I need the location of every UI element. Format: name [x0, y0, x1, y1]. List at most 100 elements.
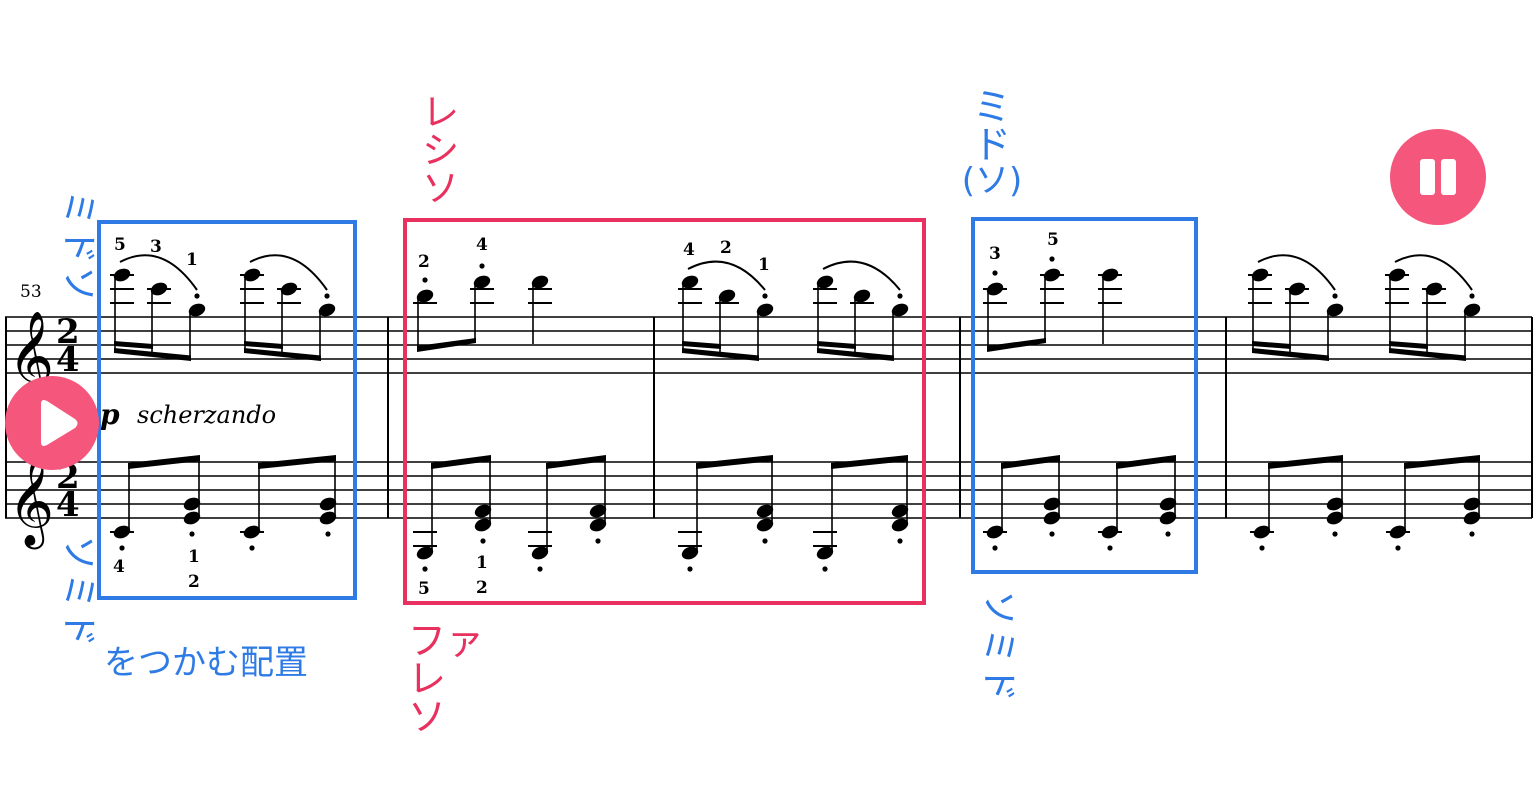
fingering-number: 2 — [188, 572, 200, 592]
fingering-number: 1 — [758, 255, 770, 275]
chord-note-head — [1326, 497, 1344, 511]
chord-note-head — [589, 518, 607, 532]
staccato-dot — [537, 566, 543, 572]
annotation-red-bottom-3: ソ — [408, 695, 447, 739]
note-head — [1043, 268, 1061, 282]
expression-marking: scherzando — [137, 401, 276, 429]
time-sig-bottom-denominator: 4 — [56, 485, 80, 525]
annotation-red-bottom-2: レ — [408, 657, 447, 701]
beam — [817, 341, 856, 349]
beam — [682, 341, 721, 349]
fingering-number: 3 — [150, 237, 162, 257]
beam — [696, 455, 773, 469]
chord-note-head — [891, 504, 909, 518]
note-head — [318, 303, 336, 317]
staccato-dot — [1469, 531, 1475, 537]
chord-note-head — [183, 511, 201, 525]
fingering-number: 4 — [113, 557, 125, 577]
note-head — [1251, 268, 1269, 282]
staccato-dot — [897, 293, 903, 299]
note-head — [150, 282, 168, 296]
annotation-caption: をつかむ配置 — [104, 643, 308, 683]
fingering-number: 4 — [476, 235, 488, 255]
chord-note-head — [589, 504, 607, 518]
staccato-dot — [480, 538, 486, 544]
beam — [1001, 455, 1060, 469]
staccato-dot — [762, 538, 768, 544]
note-head — [531, 275, 549, 289]
beam — [114, 348, 191, 361]
fingering-number: 5 — [418, 579, 430, 599]
note-head — [473, 275, 491, 289]
highlight-box-blue-1 — [97, 220, 357, 600]
note-head — [1101, 268, 1119, 282]
annotation-left-bottom: ソミド — [58, 535, 99, 650]
chord-note-head — [1159, 511, 1177, 525]
annotation-right-top-2: ド — [972, 123, 1011, 167]
beam — [258, 455, 336, 469]
staccato-dot — [822, 566, 828, 572]
chord-note-head — [756, 518, 774, 532]
note-head — [816, 275, 834, 289]
staccato-dot — [422, 566, 428, 572]
staccato-dot — [1332, 531, 1338, 537]
chord-note-head — [1326, 511, 1344, 525]
staccato-dot — [992, 270, 998, 276]
time-sig-top-denominator: 4 — [56, 340, 80, 380]
beam — [114, 341, 153, 349]
chord-note-head — [1159, 497, 1177, 511]
annotation-right-bottom: ソミド — [978, 590, 1019, 705]
staccato-dot — [324, 293, 330, 299]
staccato-dot — [992, 545, 998, 551]
staccato-dot — [1107, 545, 1113, 551]
treble-clef-bottom: 𝄞 — [8, 456, 54, 550]
note-head — [280, 282, 298, 296]
note-head — [986, 525, 1004, 539]
beam — [1389, 341, 1428, 349]
play-button[interactable] — [5, 376, 99, 470]
chord-note-head — [1463, 497, 1481, 511]
note-head — [1326, 303, 1344, 317]
beam — [244, 341, 283, 349]
fingering-number: 1 — [186, 250, 198, 270]
note-head — [243, 525, 261, 539]
fingering-number: 2 — [476, 578, 488, 598]
note-head — [1388, 268, 1406, 282]
annotation-right-top-1: ミ — [972, 85, 1011, 129]
chord-note-head — [1043, 497, 1061, 511]
beam — [1268, 455, 1343, 469]
fingering-number: 5 — [1047, 230, 1059, 250]
beam — [244, 348, 321, 361]
slur — [687, 260, 766, 291]
beam — [431, 455, 491, 469]
note-head — [986, 282, 1004, 296]
note-head — [756, 303, 774, 317]
staccato-dot — [687, 566, 693, 572]
beam — [1389, 348, 1466, 361]
chord-note-head — [319, 511, 337, 525]
pause-icon — [1420, 159, 1456, 195]
staccato-dot — [194, 293, 200, 299]
chord-note-head — [891, 518, 909, 532]
note-head — [113, 268, 131, 282]
note-head — [416, 546, 434, 560]
staccato-dot — [189, 531, 195, 537]
beam — [987, 338, 1046, 352]
beam — [1404, 455, 1480, 469]
note-head — [1253, 525, 1271, 539]
chord-note-head — [756, 504, 774, 518]
fingering-number: 3 — [989, 244, 1001, 264]
dynamic-marking: p — [100, 398, 120, 431]
staccato-dot — [325, 531, 331, 537]
note-head — [531, 546, 549, 560]
beam — [817, 348, 894, 361]
highlight-box-red — [403, 218, 926, 605]
pause-button[interactable] — [1390, 129, 1486, 225]
staccato-dot — [1395, 545, 1401, 551]
note-head — [188, 303, 206, 317]
chord-note-head — [319, 497, 337, 511]
note-head — [816, 546, 834, 560]
note-head — [1389, 525, 1407, 539]
note-head — [1288, 282, 1306, 296]
staccato-dot — [1049, 531, 1055, 537]
